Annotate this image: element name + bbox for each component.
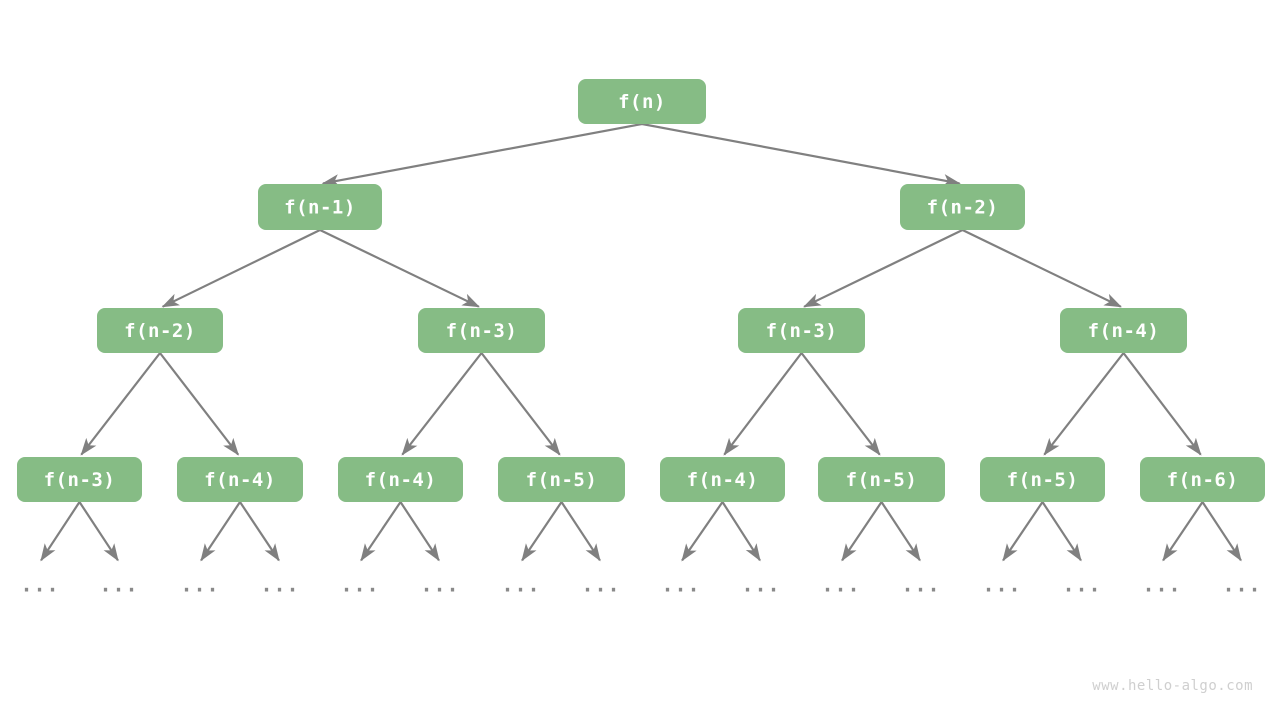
- tree-node-n6[interactable]: f(n-4): [1060, 308, 1187, 353]
- node-background: [258, 184, 382, 230]
- ellipsis-15: ...: [1222, 573, 1261, 597]
- node-label: f(n-4): [365, 469, 437, 491]
- tree-node-n9[interactable]: f(n-4): [338, 457, 463, 502]
- node-label: f(n-3): [44, 469, 116, 491]
- edge-n12-to-ellipsis-10: [841, 501, 883, 562]
- edge-n3-to-n8: [159, 352, 240, 456]
- edges-layer: [80, 122, 1202, 456]
- tree-node-n0[interactable]: f(n): [578, 79, 706, 124]
- nodes-layer: f(n) f(n-1) f(n-2) f(n-2) f(n-3) f(n-3) f(n-4)…: [17, 79, 1265, 502]
- edge-n13-to-ellipsis-12: [1002, 501, 1044, 562]
- node-label: f(n-3): [766, 320, 838, 342]
- ellipsis-6: ...: [501, 573, 540, 597]
- ellipsis-12: ...: [982, 573, 1021, 597]
- ellipsis-layer: ........................................…: [20, 573, 1261, 597]
- node-label: f(n-6): [1167, 469, 1239, 491]
- edge-n2-to-n5: [803, 229, 963, 308]
- ellipsis-2: ...: [180, 573, 219, 597]
- node-background: [498, 457, 625, 502]
- ellipsis-10: ...: [821, 573, 860, 597]
- node-background: [900, 184, 1025, 230]
- edge-n4-to-n9: [401, 352, 483, 456]
- node-label: f(n-4): [204, 469, 276, 491]
- tree-node-n14[interactable]: f(n-6): [1140, 457, 1265, 502]
- tree-node-n10[interactable]: f(n-5): [498, 457, 625, 502]
- edge-n9-to-ellipsis-5: [399, 501, 440, 562]
- edge-n10-to-ellipsis-7: [560, 501, 601, 562]
- node-label: f(n): [618, 91, 666, 113]
- node-background: [578, 79, 706, 124]
- edge-n8-to-ellipsis-2: [200, 501, 241, 562]
- ellipsis-4: ...: [340, 573, 379, 597]
- edge-n6-to-n14: [1122, 352, 1202, 456]
- tree-node-n8[interactable]: f(n-4): [177, 457, 303, 502]
- edge-n5-to-n11: [723, 352, 803, 456]
- watermark: www.hello-algo.com: [1092, 678, 1253, 694]
- ellipsis-9: ...: [741, 573, 780, 597]
- edge-n1-to-n3: [161, 229, 321, 308]
- edge-n2-to-n6: [962, 229, 1122, 308]
- edge-n9-to-ellipsis-4: [360, 501, 402, 562]
- edge-n8-to-ellipsis-3: [239, 501, 280, 562]
- tree-node-n4[interactable]: f(n-3): [418, 308, 545, 353]
- ellipsis-5: ...: [420, 573, 459, 597]
- edge-n0-to-n2: [641, 122, 961, 187]
- node-background: [338, 457, 463, 502]
- node-background: [980, 457, 1105, 502]
- edge-n4-to-n10: [480, 352, 561, 456]
- tree-node-n3[interactable]: f(n-2): [97, 308, 223, 353]
- node-background: [1060, 308, 1187, 353]
- edge-n11-to-ellipsis-8: [681, 501, 724, 562]
- tree-node-n12[interactable]: f(n-5): [818, 457, 945, 502]
- node-label: f(n-2): [927, 197, 999, 219]
- tree-node-n7[interactable]: f(n-3): [17, 457, 142, 502]
- node-background: [97, 308, 223, 353]
- edge-n1-to-n4: [319, 229, 480, 308]
- edge-n13-to-ellipsis-13: [1041, 501, 1082, 562]
- edge-n5-to-n12: [800, 352, 881, 456]
- ellipsis-0: ...: [20, 573, 59, 597]
- node-label: f(n-3): [446, 320, 518, 342]
- edge-n6-to-n13: [1043, 352, 1125, 456]
- edge-n11-to-ellipsis-9: [721, 501, 761, 562]
- ellipsis-14: ...: [1142, 573, 1181, 597]
- node-label: f(n-4): [1088, 320, 1160, 342]
- edge-n10-to-ellipsis-6: [521, 501, 563, 562]
- ellipsis-8: ...: [661, 573, 700, 597]
- ellipsis-edges-layer: [40, 501, 1242, 562]
- edge-n7-to-ellipsis-0: [40, 501, 81, 562]
- ellipsis-13: ...: [1062, 573, 1101, 597]
- node-background: [17, 457, 142, 502]
- node-label: f(n-4): [687, 469, 759, 491]
- tree-node-n11[interactable]: f(n-4): [660, 457, 785, 502]
- edge-n7-to-ellipsis-1: [78, 501, 119, 562]
- edge-n14-to-ellipsis-15: [1201, 501, 1242, 562]
- node-background: [818, 457, 945, 502]
- edge-n0-to-n1: [321, 122, 643, 187]
- node-label: f(n-5): [846, 469, 918, 491]
- node-label: f(n-5): [526, 469, 598, 491]
- node-label: f(n-1): [284, 197, 356, 219]
- ellipsis-11: ...: [901, 573, 940, 597]
- edge-n3-to-n7: [80, 352, 161, 456]
- edge-n14-to-ellipsis-14: [1162, 501, 1204, 562]
- tree-node-n1[interactable]: f(n-1): [258, 184, 382, 230]
- node-background: [660, 457, 785, 502]
- node-background: [738, 308, 865, 353]
- ellipsis-1: ...: [99, 573, 138, 597]
- tree-node-n13[interactable]: f(n-5): [980, 457, 1105, 502]
- node-label: f(n-2): [124, 320, 196, 342]
- tree-node-n2[interactable]: f(n-2): [900, 184, 1025, 230]
- node-label: f(n-5): [1007, 469, 1079, 491]
- node-background: [177, 457, 303, 502]
- node-background: [1140, 457, 1265, 502]
- node-background: [418, 308, 545, 353]
- tree-node-n5[interactable]: f(n-3): [738, 308, 865, 353]
- ellipsis-7: ...: [581, 573, 620, 597]
- edge-n12-to-ellipsis-11: [880, 501, 921, 562]
- ellipsis-3: ...: [260, 573, 299, 597]
